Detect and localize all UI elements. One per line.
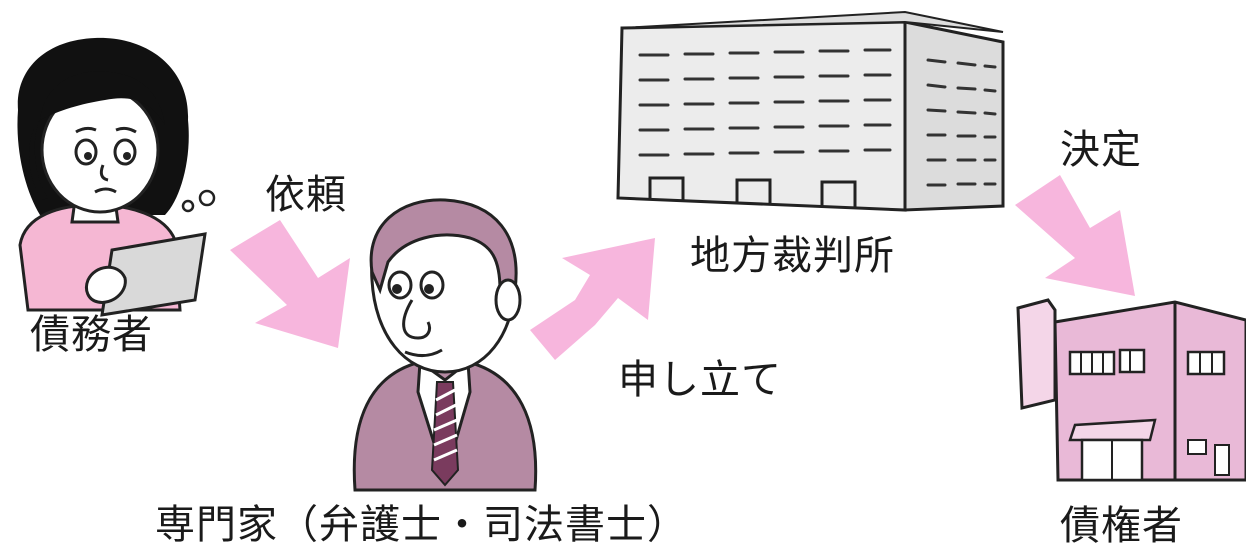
court-label: 地方裁判所 — [690, 233, 895, 279]
expert-figure — [352, 198, 538, 492]
creditor-building — [1016, 298, 1246, 482]
debtor-figure — [17, 37, 216, 317]
decision-label: 決定 — [1060, 127, 1142, 173]
petition-label: 申し立て — [618, 357, 782, 403]
court-building — [616, 10, 1005, 212]
request-label: 依頼 — [265, 172, 347, 218]
debtor-label: 債務者 — [30, 312, 153, 358]
request-arrow — [230, 220, 350, 348]
decision-arrow — [1015, 175, 1135, 296]
expert-label: 専門家（弁護士・司法書士） — [155, 502, 688, 548]
creditor-label: 債権者 — [1060, 503, 1183, 549]
petition-arrow — [530, 238, 655, 360]
